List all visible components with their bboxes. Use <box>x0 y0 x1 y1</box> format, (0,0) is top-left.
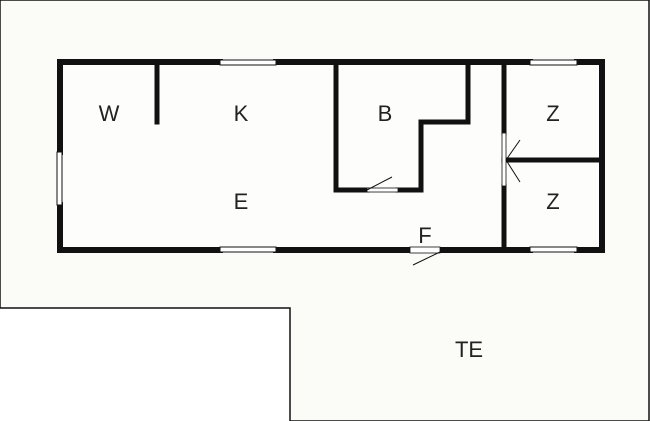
door-bedroom-sill <box>501 132 507 187</box>
room-labels: W K B Z E Z F TE <box>99 101 560 362</box>
door-entrance-leaf <box>412 251 441 266</box>
room-label-b: B <box>378 101 393 126</box>
door-bathroom-leaf <box>366 176 393 191</box>
doors <box>366 132 521 266</box>
room-label-f: F <box>418 223 431 248</box>
room-label-te: TE <box>455 337 483 362</box>
window-left-w <box>56 151 63 206</box>
window-top-k <box>219 59 277 66</box>
room-label-w: W <box>99 101 120 126</box>
window-bottom-z <box>529 246 578 253</box>
door-bedroom-leaf-2 <box>505 159 521 183</box>
room-label-z-bottom: Z <box>546 189 559 214</box>
window-top-z <box>529 59 578 66</box>
house-interior <box>60 62 602 250</box>
door-bathroom-sill <box>366 187 399 193</box>
room-label-k: K <box>234 101 249 126</box>
room-label-e: E <box>234 189 249 214</box>
windows <box>56 59 578 253</box>
interior-walls <box>154 62 602 250</box>
door-entrance-sill <box>409 246 441 254</box>
door-bedroom-leaf-1 <box>505 139 521 161</box>
room-label-z-top: Z <box>546 101 559 126</box>
window-bottom-e <box>219 246 277 253</box>
outer-walls <box>57 59 605 253</box>
